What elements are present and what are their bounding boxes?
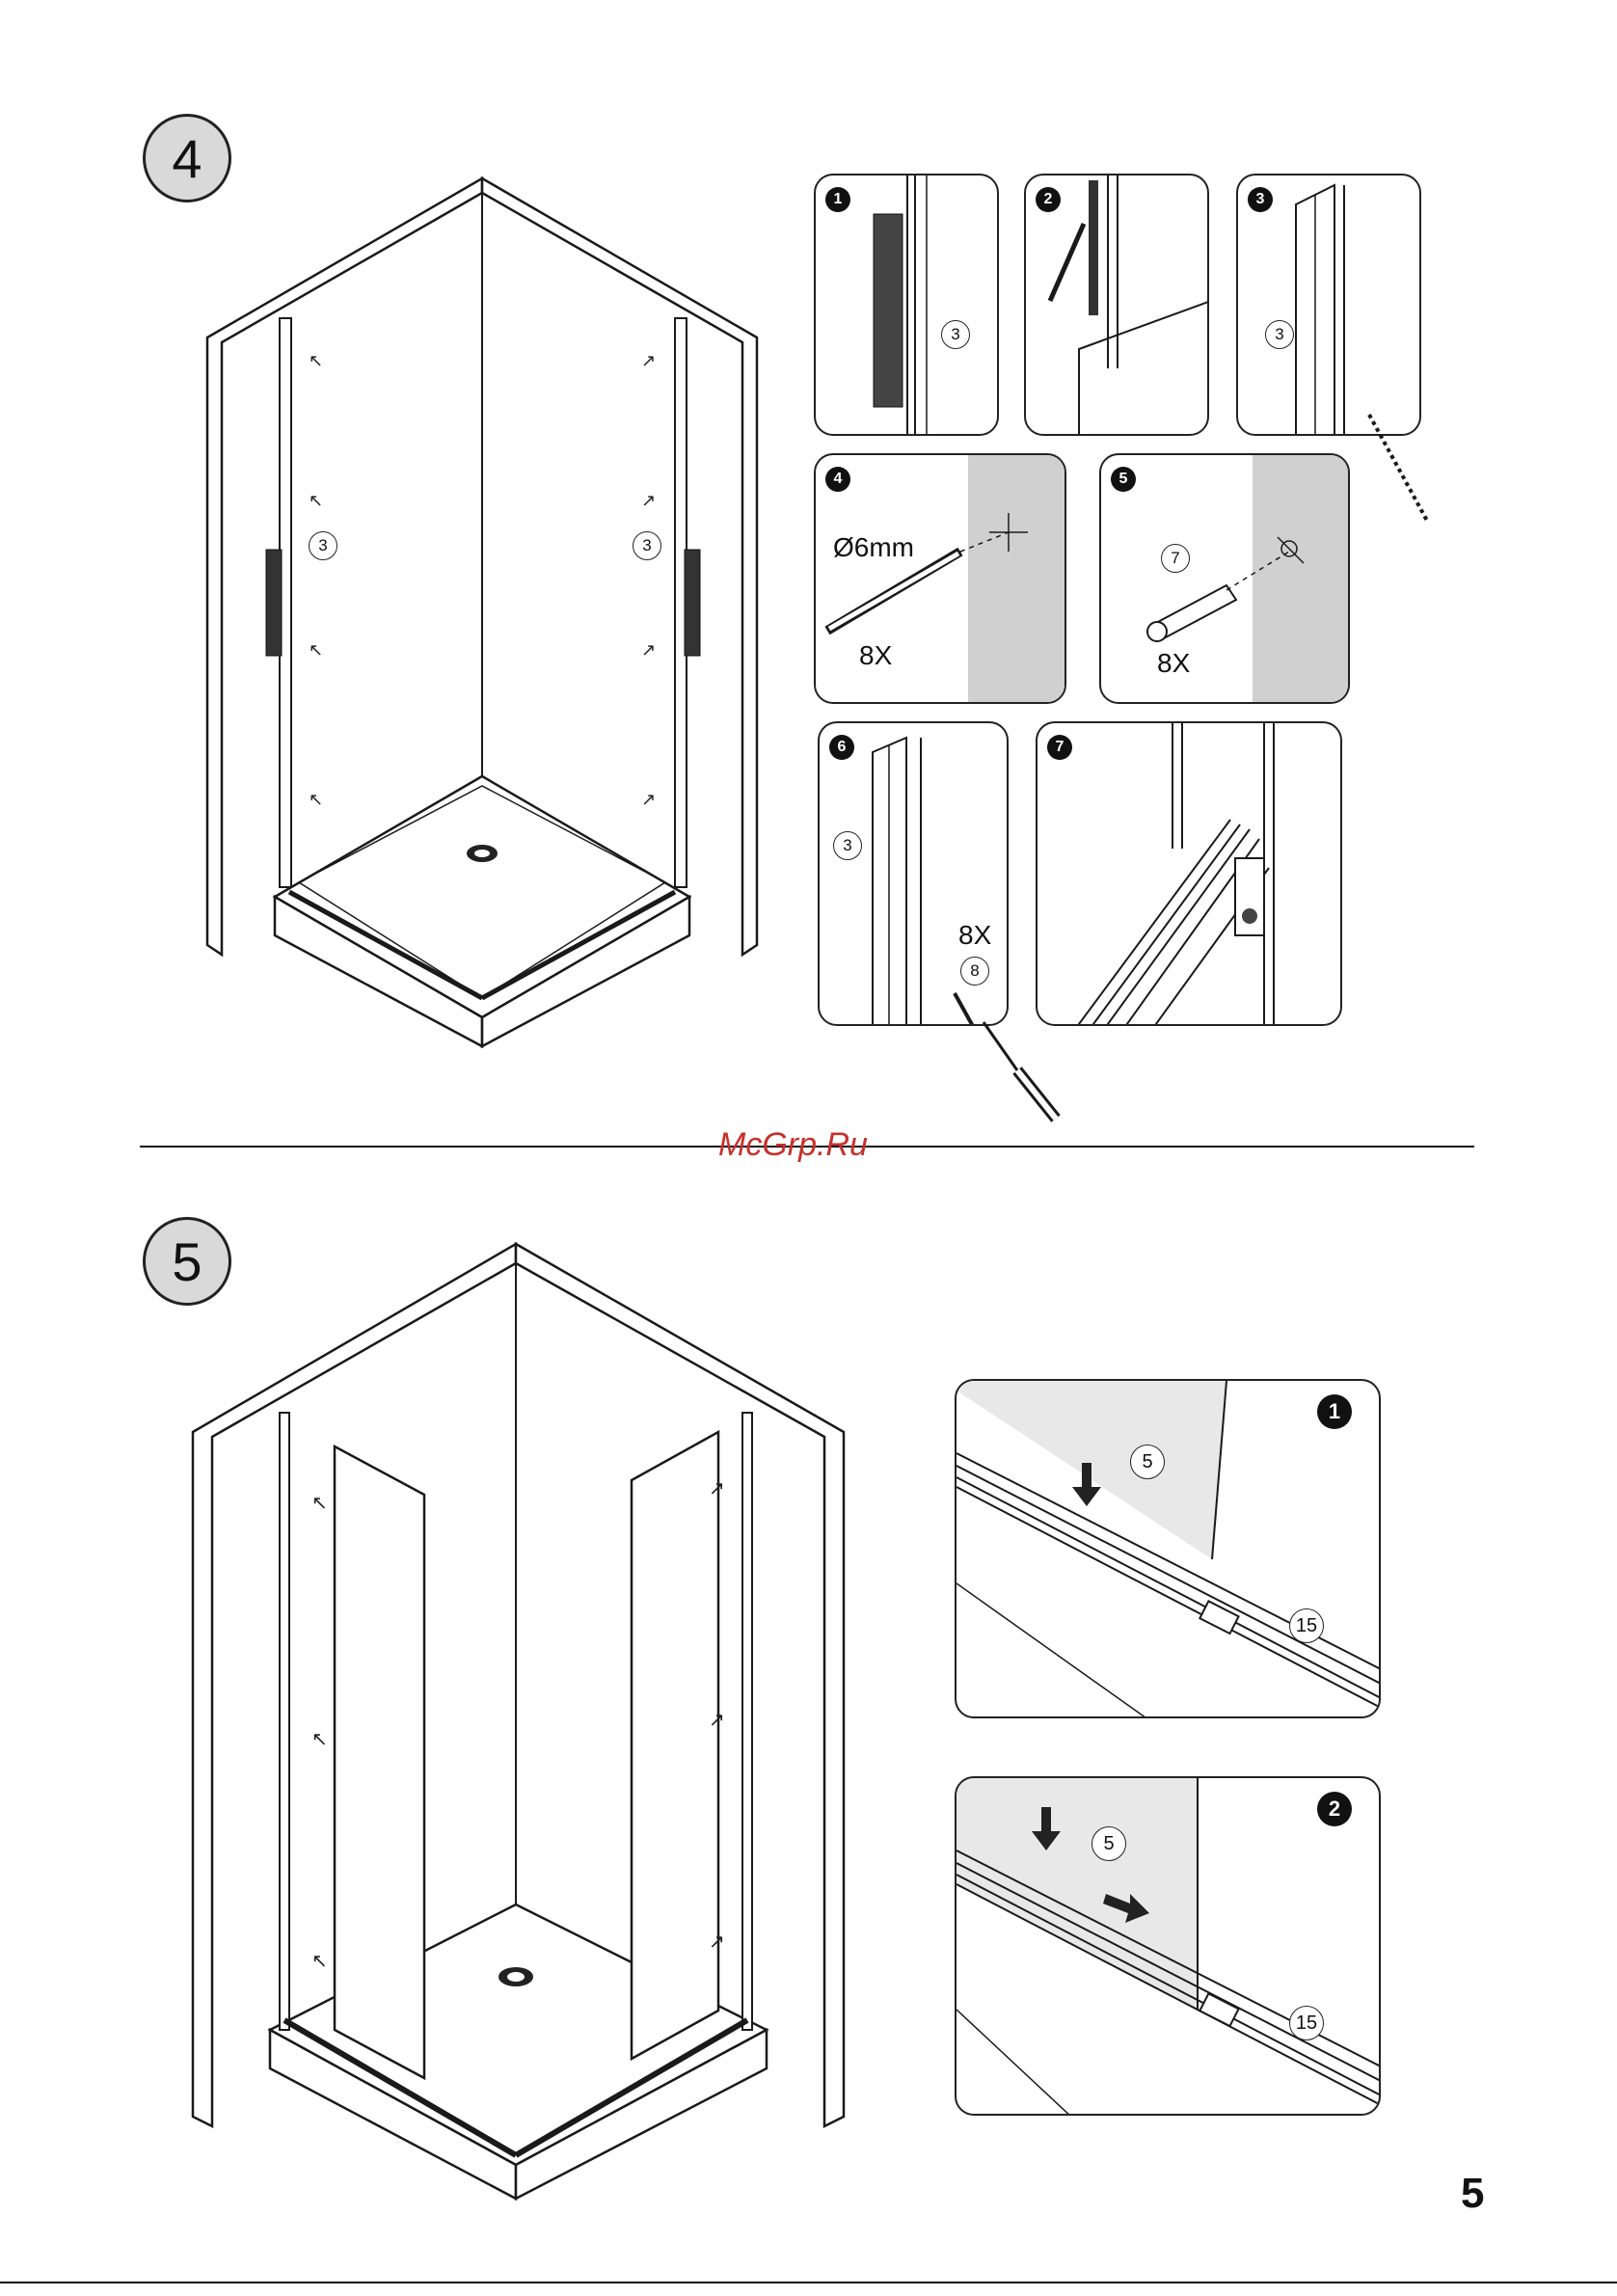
svg-text:↖: ↖ <box>309 640 323 660</box>
detail-1-callout: 3 <box>941 320 970 349</box>
step-4-detail-3: 3 3 <box>1236 174 1421 436</box>
detail-2-number-label: 2 <box>1044 191 1053 208</box>
detail-3-callout-label: 3 <box>1275 325 1283 344</box>
callout-right-3: 3 <box>633 531 661 560</box>
step-4-detail-1: 1 3 <box>814 174 999 436</box>
svg-text:↖: ↖ <box>309 351 323 370</box>
callout-right-3-label: 3 <box>642 536 651 555</box>
step-4-detail-5: 5 7 8X <box>1099 453 1350 704</box>
step-4-detail-4: 4 Ø6mm 8X <box>814 453 1066 704</box>
detail-2-drawing <box>1026 176 1209 436</box>
step-5-detail-1-callout-b-label: 15 <box>1296 1615 1317 1637</box>
detail-6-callout: 3 <box>833 831 862 860</box>
step-4-number: 4 <box>172 127 202 190</box>
step-5-detail-1-callout-b: 15 <box>1289 1608 1324 1643</box>
detail-1-number: 1 <box>825 187 850 212</box>
svg-text:↗: ↗ <box>641 790 656 809</box>
detail-5-callout: 7 <box>1161 544 1190 573</box>
step-4-shower-illustration: ↖ ↖ ↖ ↖ ↗ ↗ ↗ ↗ <box>202 174 771 1051</box>
step-4-detail-7: 7 <box>1036 721 1342 1026</box>
step-5-detail-2-drawing <box>957 1778 1381 2116</box>
page-number: 5 <box>1461 2170 1484 2218</box>
detail-4-number-label: 4 <box>834 471 843 488</box>
bottom-rule <box>0 2282 1617 2283</box>
detail-4-number: 4 <box>825 467 850 492</box>
step-5-detail-1-callout-a-label: 5 <box>1142 1451 1152 1473</box>
svg-text:↗: ↗ <box>641 640 656 660</box>
step-4-detail-6: 6 3 8X 8 <box>818 721 1009 1026</box>
detail-1-drawing <box>816 176 999 436</box>
svg-text:↖: ↖ <box>309 790 323 809</box>
step-4-detail-2: 2 <box>1024 174 1209 436</box>
detail-5-quantity: 8X <box>1157 648 1190 679</box>
svg-text:↗: ↗ <box>709 1710 725 1731</box>
step-5-detail-1-drawing <box>957 1381 1381 1718</box>
detail-5-number-label: 5 <box>1119 471 1128 488</box>
detail-6-callout-label: 3 <box>843 836 851 855</box>
detail-3-number-label: 3 <box>1256 191 1265 208</box>
detail-6-quantity: 8X <box>958 920 991 951</box>
step-5-shower-illustration: ↖ ↖ ↖ ↗ ↗ ↗ <box>188 1239 853 2203</box>
detail-6-callout-2: 8 <box>960 957 989 986</box>
detail-2-number: 2 <box>1036 187 1061 212</box>
screwdriver-icon <box>974 1013 1070 1128</box>
detail-5-drawing <box>1101 455 1350 704</box>
svg-text:↖: ↖ <box>311 1951 328 1972</box>
step-5-detail-1: 1 5 15 <box>955 1379 1381 1718</box>
svg-text:↗: ↗ <box>709 1931 725 1953</box>
detail-4-diameter: Ø6mm <box>833 532 914 563</box>
step-5-detail-1-callout-a: 5 <box>1130 1445 1165 1479</box>
svg-text:↗: ↗ <box>641 351 656 370</box>
detail-3-callout: 3 <box>1265 320 1294 349</box>
watermark: McGrp.Ru <box>718 1126 868 1164</box>
svg-text:↗: ↗ <box>641 491 656 510</box>
step-5-detail-2-callout-a: 5 <box>1091 1826 1126 1861</box>
detail-4-quantity: 8X <box>859 640 892 671</box>
detail-4-drawing <box>816 455 1066 704</box>
detail-1-number-label: 1 <box>834 191 843 208</box>
callout-left-3-label: 3 <box>318 536 327 555</box>
step-5-detail-2-callout-b: 15 <box>1289 2006 1324 2040</box>
svg-text:↗: ↗ <box>709 1478 725 1499</box>
detail-3-drill-bit <box>1360 405 1437 530</box>
step-5-detail-1-number-label: 1 <box>1329 1399 1340 1424</box>
step-5-detail-2: 2 5 15 <box>955 1776 1381 2116</box>
step-5-detail-2-number-label: 2 <box>1329 1796 1340 1822</box>
step-5-detail-2-number: 2 <box>1317 1792 1352 1826</box>
detail-1-callout-label: 3 <box>951 325 959 344</box>
detail-6-number: 6 <box>829 735 854 760</box>
callout-left-3: 3 <box>309 531 337 560</box>
detail-7-number: 7 <box>1047 735 1072 760</box>
detail-3-number: 3 <box>1248 187 1273 212</box>
svg-text:↖: ↖ <box>309 491 323 510</box>
svg-text:↖: ↖ <box>311 1493 328 1514</box>
detail-3-drawing <box>1238 176 1421 436</box>
detail-5-number: 5 <box>1111 467 1136 492</box>
svg-text:↖: ↖ <box>311 1729 328 1750</box>
step-5-detail-1-number: 1 <box>1317 1394 1352 1429</box>
detail-6-callout-2-label: 8 <box>970 961 979 981</box>
step-5-detail-2-callout-a-label: 5 <box>1103 1833 1114 1855</box>
detail-5-callout-label: 7 <box>1171 549 1179 568</box>
detail-6-number-label: 6 <box>838 739 847 756</box>
detail-7-number-label: 7 <box>1056 739 1065 756</box>
detail-7-drawing <box>1038 723 1342 1026</box>
step-5-detail-2-callout-b-label: 15 <box>1296 2012 1317 2035</box>
